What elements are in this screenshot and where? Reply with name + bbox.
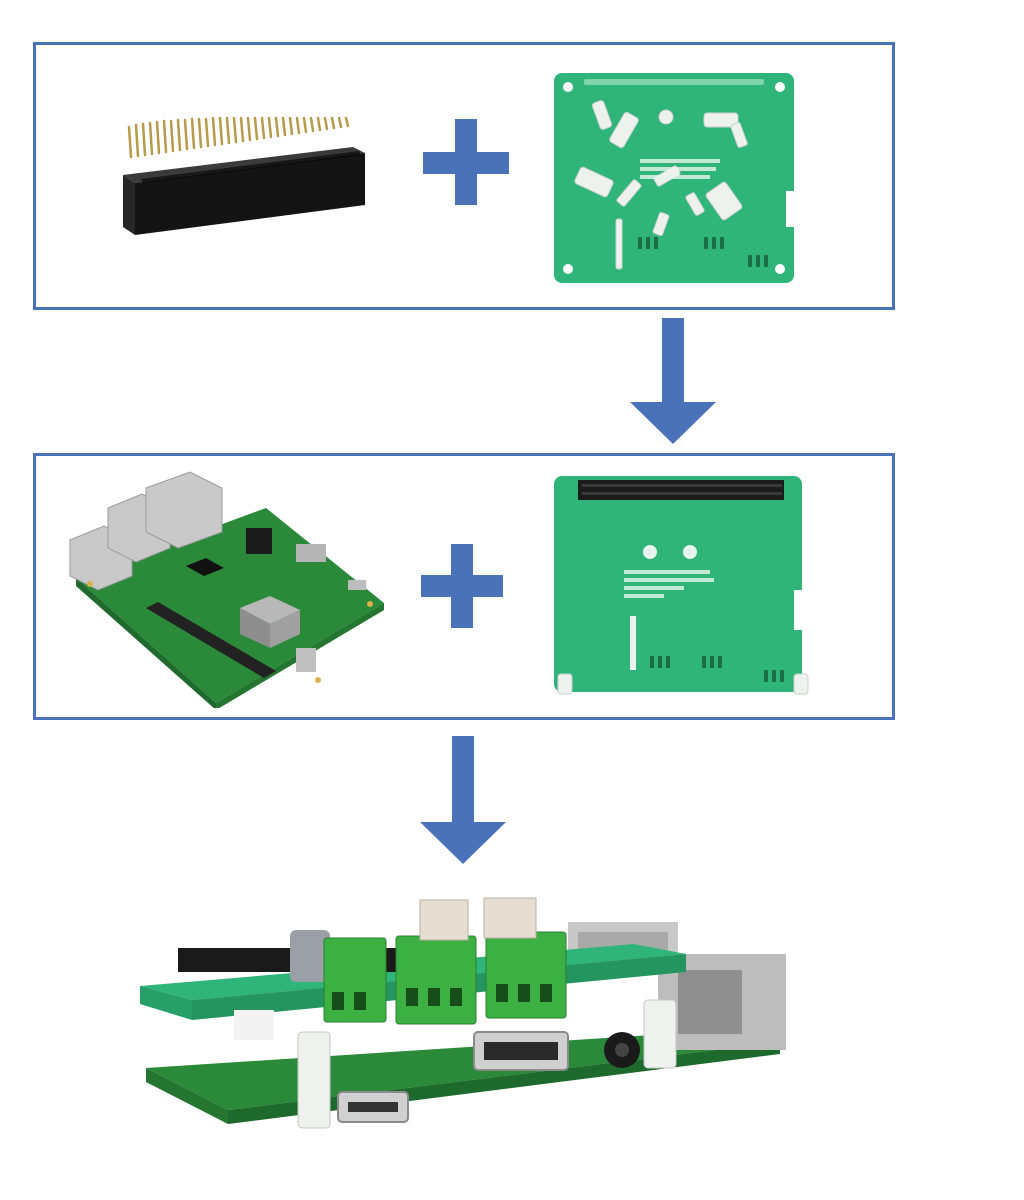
- step-2-frame: [33, 453, 895, 720]
- plus-icon: [419, 542, 505, 630]
- step-1-frame: [33, 42, 895, 310]
- hat-board-with-header-image: [554, 476, 814, 702]
- plus-icon: [421, 117, 511, 207]
- hat-board-back-image: [554, 73, 794, 283]
- down-arrow-icon: [420, 736, 506, 866]
- down-arrow-icon: [630, 318, 716, 446]
- raspberry-pi-image: [66, 468, 386, 708]
- pin-header-image: [121, 117, 381, 247]
- assembled-stack-image: [138, 892, 798, 1154]
